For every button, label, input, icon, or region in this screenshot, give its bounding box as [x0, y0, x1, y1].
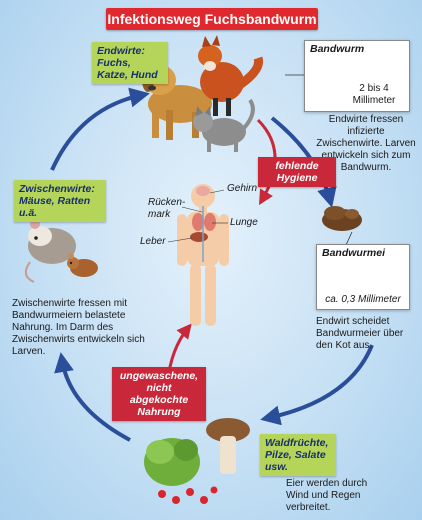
- label-gehirn: Gehirn: [227, 183, 258, 194]
- bandwurmei-description: Endwirt scheidet Bandwurmeier über den K…: [316, 316, 404, 351]
- label-leber: Leber: [140, 236, 166, 247]
- zwischenwirte-box: Zwischenwirte: Mäuse, Ratten u.ä.: [14, 180, 106, 222]
- red-arrow-animals-to-human: [256, 118, 277, 206]
- zwischenwirte-list: Mäuse, Ratten u.ä.: [19, 195, 91, 219]
- mouse-illustration: [67, 253, 98, 277]
- fehlende-hygiene-label: fehlende Hygiene: [258, 157, 336, 187]
- endwirte-description: Endwirte fressen infizierte Zwischenwirt…: [316, 114, 416, 173]
- diagram-title: Infektionsweg Fuchsbandwurm: [106, 8, 318, 30]
- food-illustration: [144, 418, 250, 504]
- cycle-arrow-food-to-mice: [54, 352, 131, 442]
- zwischenwirte-description: Zwischenwirte fressen mit Bandwurmeiern …: [12, 298, 145, 357]
- label-lunge: Lunge: [230, 217, 258, 228]
- tapeworm-egg-size: ca. 0,3 Millimeter: [325, 294, 401, 305]
- waldfruechte-description: Eier werden durch Wind und Regen verbrei…: [286, 478, 368, 513]
- tapeworm-label: Bandwurm: [310, 43, 365, 55]
- zwischenwirte-heading: Zwischenwirte:: [19, 183, 95, 195]
- human-figure: [177, 184, 229, 326]
- tapeworm-card: Bandwurm 2 bis 4 Millimeter: [304, 40, 410, 112]
- tapeworm-egg-card: Bandwurmei ca. 0,3 Millimeter: [316, 244, 410, 310]
- cycle-arrow-mice-to-animals: [50, 87, 150, 171]
- endwirte-box: Endwirte: Fuchs, Katze, Hund: [92, 42, 168, 84]
- cat-illustration: [193, 98, 255, 152]
- tapeworm-size: 2 bis 4 Millimeter: [352, 83, 396, 106]
- label-rueckenmark: Rücken-mark: [148, 197, 186, 220]
- cycle-arrow-egg-to-food: [260, 344, 374, 426]
- endwirte-list: Fuchs, Katze, Hund: [97, 57, 158, 81]
- fox-droppings-illustration: [322, 206, 362, 231]
- rat-illustration: [24, 219, 76, 283]
- ungewaschene-nahrung-label: ungewaschene, nicht abgekochte Nahrung: [112, 367, 206, 421]
- endwirte-heading: Endwirte:: [97, 45, 145, 57]
- fox-illustration: [198, 35, 264, 116]
- tapeworm-egg-label: Bandwurmei: [322, 247, 386, 259]
- waldfruechte-box: Waldfrüchte, Pilze, Salate usw.: [260, 434, 336, 476]
